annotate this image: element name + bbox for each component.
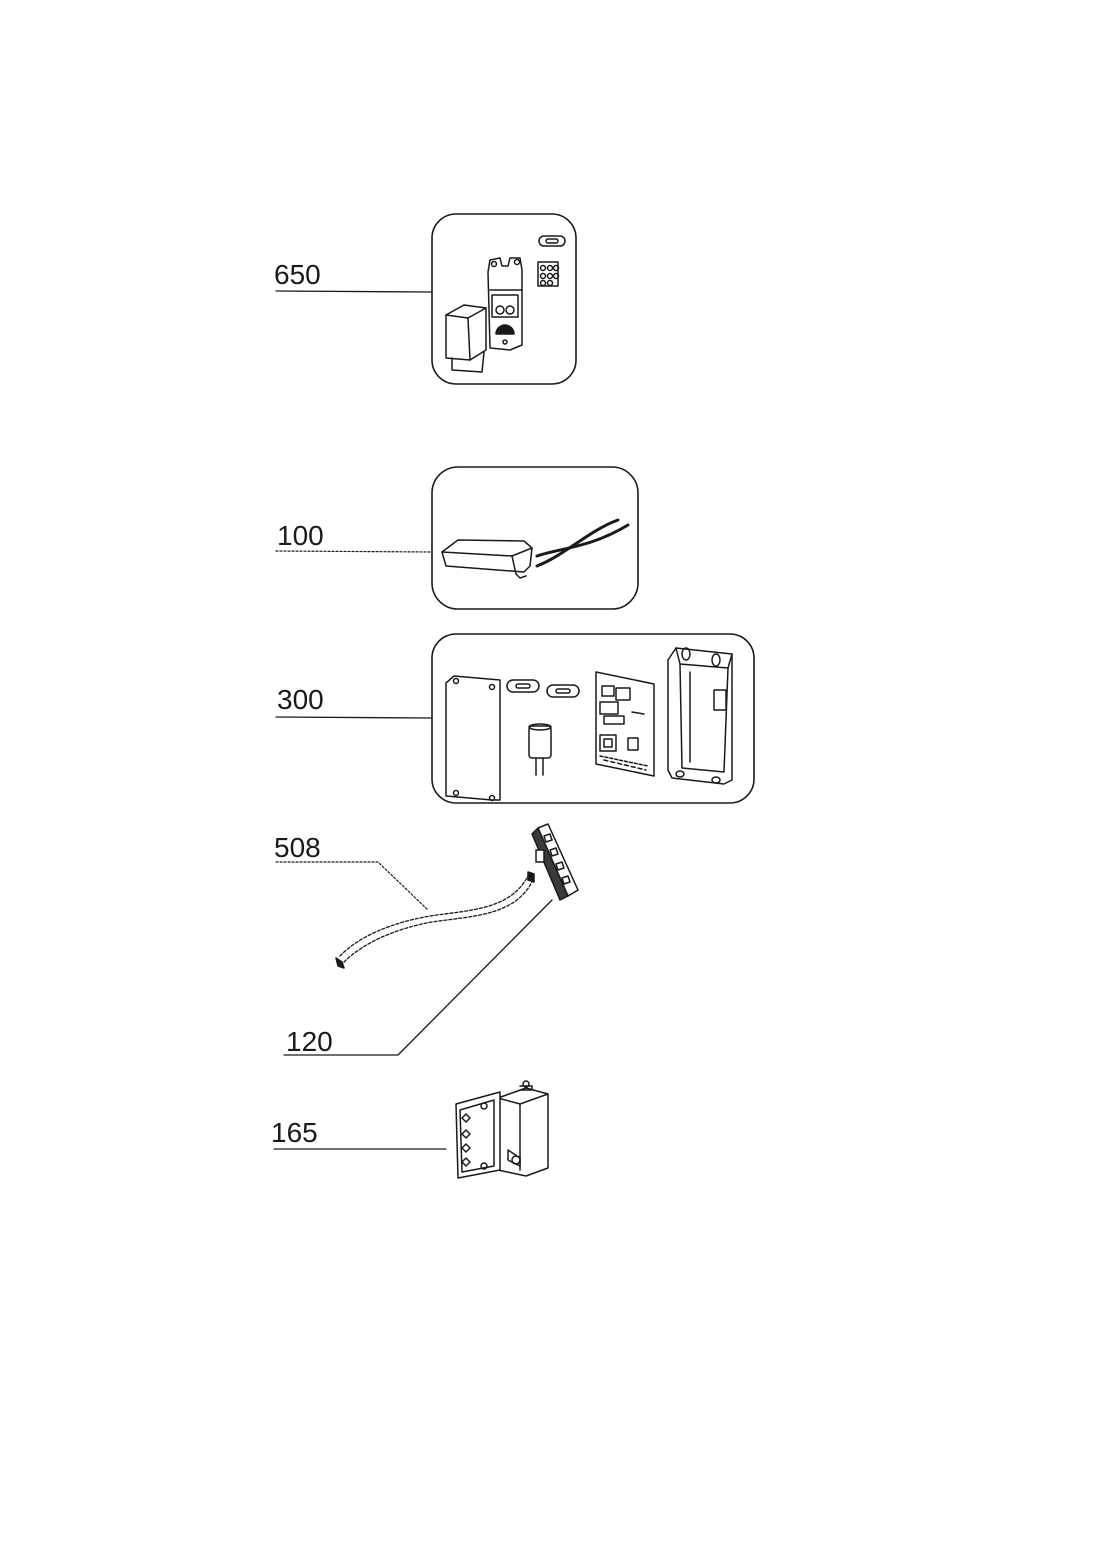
leader-line-300: [275, 716, 433, 719]
connector-part: [537, 261, 560, 287]
group-frame-100: [431, 466, 639, 610]
terminal-strip-part: [487, 257, 523, 351]
callout-label-120: 120: [286, 1026, 333, 1057]
spacer-part-a: [506, 679, 540, 693]
leader-line-100: [275, 550, 433, 553]
callout-label-508: 508: [274, 832, 321, 863]
leader-line-508: [275, 861, 429, 911]
control-housing-part: [667, 647, 733, 785]
display-panel-part: [531, 823, 579, 901]
washer-part: [538, 235, 566, 247]
capacitor-part: [528, 723, 552, 776]
leader-line-120: [283, 899, 553, 1056]
harness-cable-part: [335, 871, 535, 969]
mounting-bracket-part: [455, 1080, 549, 1179]
part-100-group: [431, 466, 639, 610]
control-board-part: [595, 671, 655, 777]
callout-label-300: 300: [277, 684, 324, 715]
leader-line-650: [275, 290, 433, 293]
group-frame-300: [431, 633, 755, 804]
part-300-group: [431, 633, 755, 804]
cover-plate-part: [445, 675, 501, 802]
group-frame-650: [431, 213, 577, 385]
sensor-wire-part: [535, 518, 630, 568]
part-650-group: [431, 213, 577, 385]
callout-label-650: 650: [274, 259, 321, 290]
sensor-module-part: [441, 539, 533, 579]
cover-box-part: [445, 304, 487, 373]
callout-label-165: 165: [271, 1117, 318, 1148]
spacer-part-b: [546, 684, 580, 698]
callout-label-100: 100: [277, 520, 324, 551]
